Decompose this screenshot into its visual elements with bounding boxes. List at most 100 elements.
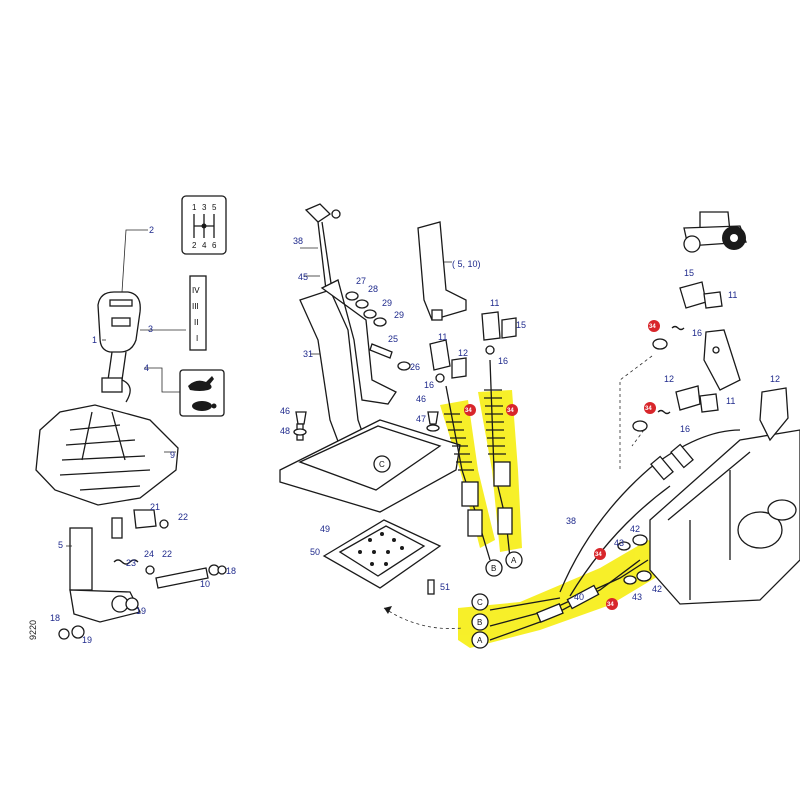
label-4: 4 — [144, 363, 149, 373]
label-42a: 42 — [630, 524, 640, 534]
lever-wire — [121, 379, 131, 403]
washer-42-lower — [636, 570, 652, 582]
label-ref-5-10: ( 5, 10) — [452, 259, 481, 269]
svg-text:B: B — [491, 564, 496, 573]
pattern-bottom-2: 4 — [202, 241, 207, 250]
cable-right-ferrule — [497, 507, 513, 535]
clevis-15-right — [679, 281, 707, 309]
rod-end-nut — [331, 209, 341, 219]
label-21: 21 — [150, 502, 160, 512]
bolt-22 — [159, 519, 169, 529]
tower-fasteners — [345, 291, 411, 371]
label-12a: 12 — [458, 348, 468, 358]
housing-boss — [737, 511, 783, 549]
transmission-assembly — [489, 281, 800, 641]
label-5: 5 — [58, 540, 63, 550]
marker-34-3: 34 — [648, 320, 660, 332]
clevis-11-left — [429, 339, 451, 371]
arrow-head-bottom — [384, 606, 392, 614]
spring-16-lower — [657, 409, 671, 415]
label-10: 10 — [200, 579, 210, 589]
svg-text:A: A — [511, 556, 517, 565]
label-24: 24 — [144, 549, 154, 559]
ref-circle-a-lower: A — [471, 631, 489, 649]
label-23: 23 — [126, 558, 136, 568]
upper-bracket — [417, 221, 467, 321]
bolt-51 — [427, 579, 435, 595]
label-51: 51 — [440, 582, 450, 592]
gear-lever-assembly — [35, 291, 227, 640]
tower-arm — [320, 279, 397, 405]
boot-folds — [59, 424, 151, 491]
svg-text:A: A — [477, 636, 483, 645]
shift-linkage-assembly — [279, 203, 461, 595]
washer-28 — [355, 299, 369, 309]
label-19a: 19 — [136, 606, 146, 616]
washer-42-upper — [632, 534, 648, 546]
pattern-center-dot — [201, 223, 207, 229]
label-18b: 18 — [50, 613, 60, 623]
tractor-icon — [683, 211, 747, 253]
cable-bottom-a — [489, 559, 641, 641]
label-11c: 11 — [728, 290, 737, 300]
range-strip-frame — [189, 275, 207, 351]
pad-49-holes — [358, 532, 404, 566]
cable-left-ferrule — [467, 509, 483, 537]
label-38a: 38 — [293, 236, 303, 246]
dashed-guide-right — [619, 355, 653, 470]
label-2: 2 — [149, 225, 154, 235]
svg-text:34: 34 — [507, 408, 514, 414]
nut-43-lower — [623, 575, 637, 585]
label-11b: 11 — [438, 332, 447, 342]
marker-34-6: 34 — [606, 598, 618, 610]
bracket-body — [417, 221, 467, 321]
cable-right-bellows — [484, 389, 506, 455]
label-16c: 16 — [692, 328, 702, 338]
clevis-11-right — [481, 311, 501, 341]
turtle-shell — [192, 401, 212, 411]
nut-16-left — [435, 373, 445, 383]
pattern-bottom-3: 6 — [212, 241, 217, 250]
lower-washer — [71, 625, 85, 639]
washer-47 — [426, 424, 440, 432]
washer-26 — [397, 361, 411, 371]
cable-40 — [569, 485, 671, 597]
ref-circle-b-lower: B — [471, 613, 489, 631]
clip-12-left — [451, 357, 467, 379]
clevis-12-right — [675, 385, 701, 411]
cable-40-fitting — [670, 443, 694, 469]
label-15a: 15 — [516, 320, 526, 330]
svg-text:B: B — [477, 618, 482, 627]
label-9: 9 — [170, 450, 175, 460]
tractor-front-wheel — [683, 235, 701, 253]
tractor-rear-hub — [730, 234, 738, 242]
label-29b: 29 — [394, 310, 404, 320]
label-50: 50 — [310, 547, 320, 557]
cable-right-line — [489, 359, 511, 559]
label-11d: 11 — [726, 396, 735, 406]
label-1: 1 — [92, 335, 97, 345]
marker-34-1: 34 — [464, 404, 476, 416]
shift-pattern-plate: 1 3 5 2 4 6 — [181, 195, 227, 255]
rabbit-shape — [188, 376, 214, 391]
label-28: 28 — [368, 284, 378, 294]
spring-23 — [113, 559, 139, 565]
rod-10 — [155, 567, 209, 589]
range-4: IV — [192, 286, 200, 295]
label-46a: 46 — [280, 406, 290, 416]
pad-49 — [338, 525, 426, 577]
gear-knob — [97, 291, 141, 353]
range-2: II — [194, 318, 198, 327]
boot-cone — [81, 411, 126, 461]
lower-lever-tube — [69, 527, 93, 591]
base-plate — [279, 419, 461, 513]
label-22a: 22 — [178, 512, 188, 522]
washer-29b — [373, 317, 387, 327]
lever-boot — [35, 404, 179, 506]
cable-38-fitting — [650, 455, 674, 481]
label-12b: 12 — [664, 374, 674, 384]
label-40: 40 — [574, 592, 584, 602]
label-38b: 38 — [566, 516, 576, 526]
lever-plate-right — [703, 329, 741, 391]
lever-plate-hole — [712, 346, 720, 354]
